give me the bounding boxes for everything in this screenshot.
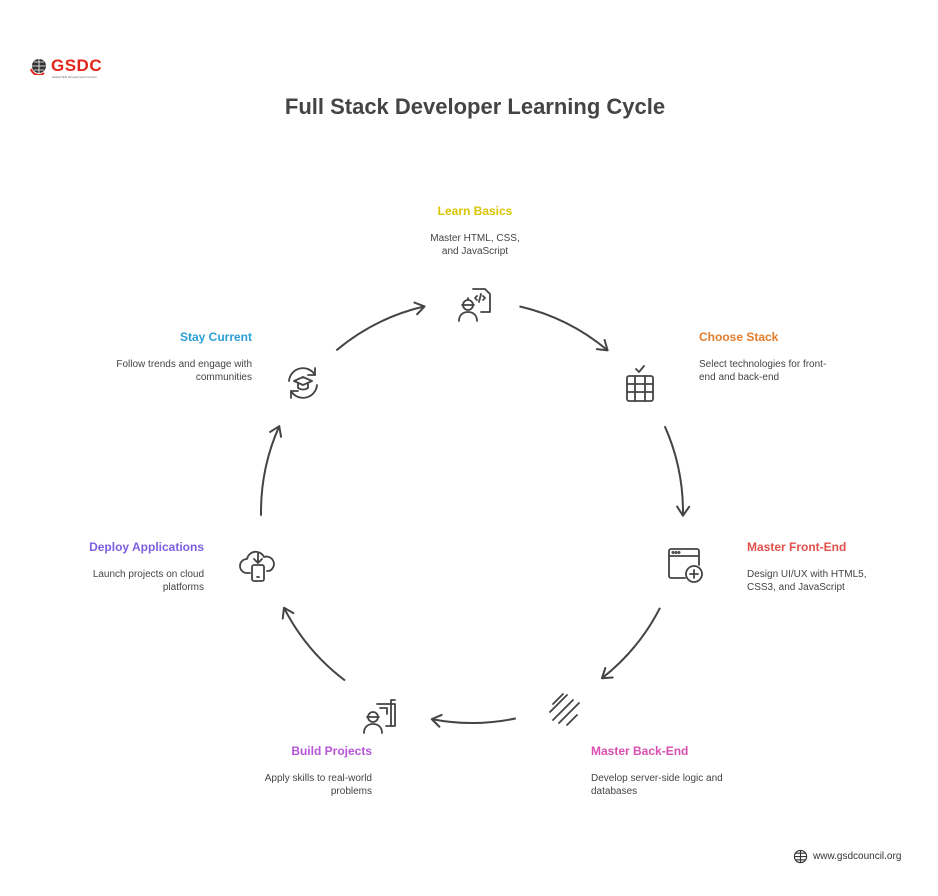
step-title: Choose Stack bbox=[699, 330, 779, 344]
globe-icon bbox=[793, 849, 808, 864]
developer-code-icon bbox=[458, 288, 491, 322]
logo-text: GSDC bbox=[51, 56, 103, 75]
arrowhead bbox=[430, 713, 443, 728]
server-stack-icon bbox=[626, 365, 654, 402]
gsdc-logo: GSDC Global Skill Development Council bbox=[30, 56, 103, 79]
database-links-icon bbox=[549, 693, 580, 726]
step-desc: Master HTML, CSS, and JavaScript bbox=[430, 233, 520, 257]
arrowhead bbox=[413, 301, 426, 316]
cycle-arrow bbox=[663, 425, 684, 516]
arrowhead bbox=[595, 338, 609, 352]
browser-add-icon bbox=[668, 548, 703, 583]
logo-tagline: Global Skill Development Council bbox=[52, 75, 97, 79]
page-title: Full Stack Developer Learning Cycle bbox=[284, 94, 666, 119]
cycle-arrow bbox=[519, 305, 609, 352]
step-master-front-end: Master Front-End Design UI/UX with HTML5… bbox=[747, 540, 917, 594]
step-title: Deploy Applications bbox=[89, 540, 204, 554]
cycle-arrow bbox=[601, 607, 661, 680]
step-title: Master Back-End bbox=[591, 744, 689, 758]
step-title: Master Front-End bbox=[747, 540, 847, 554]
arrowhead bbox=[269, 425, 283, 438]
cloud-deploy-icon bbox=[239, 550, 275, 582]
engineer-blueprint-icon bbox=[363, 699, 396, 734]
refresh-learning-icon bbox=[288, 367, 318, 399]
globe-icon bbox=[30, 59, 46, 75]
step-stay-current: Stay Current Follow trends and engage wi… bbox=[82, 330, 252, 384]
step-desc: Follow trends and engage with communitie… bbox=[116, 359, 252, 383]
arrowhead bbox=[600, 667, 614, 680]
step-title: Learn Basics bbox=[437, 204, 513, 218]
step-desc: Develop server-side logic and databases bbox=[591, 773, 723, 797]
step-title: Build Projects bbox=[291, 744, 372, 758]
step-build-projects: Build Projects Apply skills to real-worl… bbox=[202, 744, 372, 798]
website-link[interactable]: www.gsdcouncil.org bbox=[813, 851, 902, 862]
cycle-arrow bbox=[283, 607, 346, 682]
cycle-arrow bbox=[260, 425, 281, 516]
step-title: Stay Current bbox=[179, 330, 252, 344]
step-desc: Apply skills to real-world problems bbox=[264, 773, 372, 797]
step-choose-stack: Choose Stack Select technologies for fro… bbox=[699, 330, 869, 384]
step-desc: Launch projects on cloud platforms bbox=[92, 569, 204, 593]
arrowhead bbox=[281, 606, 295, 620]
step-learn-basics: Learn Basics Master HTML, CSS, and JavaS… bbox=[390, 204, 560, 258]
arrowhead bbox=[676, 505, 691, 517]
step-desc: Design UI/UX with HTML5, CSS3, and JavaS… bbox=[747, 569, 867, 593]
step-deploy-applications: Deploy Applications Launch projects on c… bbox=[34, 540, 204, 594]
footer: www.gsdcouncil.org bbox=[793, 849, 901, 864]
step-desc: Select technologies for front-end and ba… bbox=[699, 359, 827, 383]
cycle-arrow bbox=[431, 717, 517, 724]
cycle-arrow bbox=[335, 305, 425, 352]
step-master-back-end: Master Back-End Develop server-side logi… bbox=[591, 744, 761, 798]
